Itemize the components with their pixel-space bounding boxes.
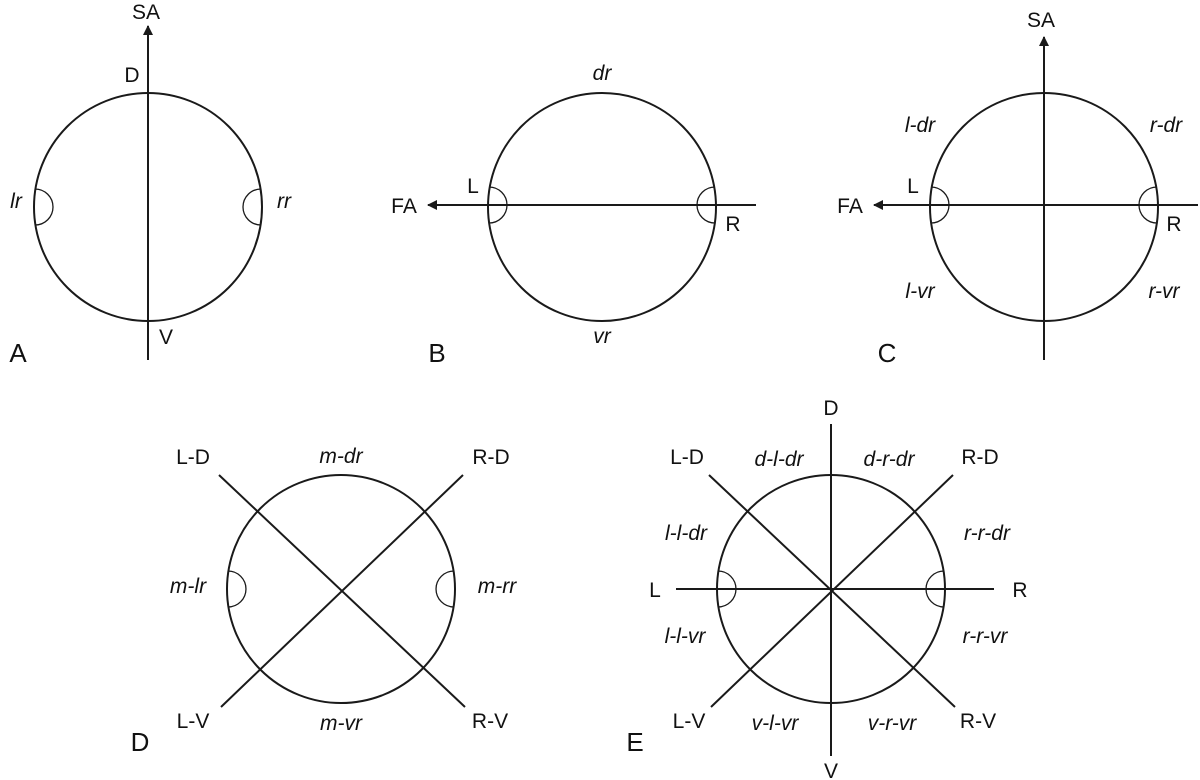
panel-e-top-label: D <box>823 397 838 420</box>
panel-d-bottom-left-label: L-V <box>177 710 210 733</box>
panel-a: SA D V lr rr A <box>9 1 292 368</box>
panel-b-left-bump <box>488 186 508 224</box>
panel-d-letter: D <box>131 727 150 757</box>
panel-c-left-bump <box>930 186 950 224</box>
panel-c: SA FA L R l-dr r-dr l-vr r-vr C <box>837 9 1198 368</box>
panel-e-segment-left-lower: l-l-vr <box>665 625 707 648</box>
panel-c-upper-left-label: l-dr <box>905 114 936 137</box>
panel-d-right-bump <box>435 570 455 608</box>
panel-a-axis-label: SA <box>132 1 160 24</box>
panel-c-right-label: R <box>1166 213 1181 236</box>
panel-e-segment-right-lower: r-r-vr <box>963 625 1009 648</box>
panel-c-letter: C <box>878 338 897 368</box>
panel-d-top-left-label: L-D <box>176 446 210 469</box>
panel-b-left-label: L <box>467 175 479 198</box>
panel-e-segment-bottom-right: v-r-vr <box>868 712 918 735</box>
panel-e-bottom-label: V <box>824 760 838 780</box>
panel-a-top-label: D <box>124 64 139 87</box>
panel-e: D V L R L-D R-D L-V R-V d-l-dr d-r-dr l-… <box>626 397 1027 780</box>
panel-e-bottom-right-label: R-V <box>960 710 996 733</box>
panel-a-left-bump <box>34 188 54 226</box>
panel-e-diagonal-rd-lv <box>710 474 954 708</box>
panel-d-top-right-label: R-D <box>472 446 509 469</box>
panel-d-left-bump <box>227 570 247 608</box>
panel-a-letter: A <box>9 338 27 368</box>
panel-d-left-label: m-lr <box>170 575 207 598</box>
panel-e-right-bump <box>925 570 945 608</box>
panel-b-top-label: dr <box>593 62 613 85</box>
panel-c-vertical-axis-label: SA <box>1027 9 1055 32</box>
panel-c-lower-left-label: l-vr <box>905 280 935 303</box>
panel-d-top-label: m-dr <box>319 445 363 468</box>
panel-c-upper-right-label: r-dr <box>1150 114 1183 137</box>
panel-d-right-label: m-rr <box>478 575 517 598</box>
panel-b-right-label: R <box>725 213 740 236</box>
panel-a-right-bump <box>242 188 262 226</box>
panel-a-bottom-label: V <box>159 326 173 349</box>
panel-c-horizontal-axis-label: FA <box>837 195 863 218</box>
panel-e-letter: E <box>626 727 643 757</box>
panel-b-letter: B <box>428 338 445 368</box>
panel-e-segment-top-left: d-l-dr <box>754 448 804 471</box>
panel-a-left-label: lr <box>10 190 23 213</box>
panel-b: dr vr FA L R B <box>391 62 756 368</box>
panel-d-bottom-label: m-vr <box>320 712 363 735</box>
panel-d-circle <box>226 474 456 704</box>
panel-e-segment-bottom-left: v-l-vr <box>752 712 800 735</box>
panel-b-bottom-label: vr <box>593 325 612 348</box>
panel-b-circle <box>487 92 717 322</box>
panel-e-left-label: L <box>649 579 661 602</box>
panel-d-diagonal-rd-lv <box>220 474 464 708</box>
panel-e-left-bump <box>717 570 737 608</box>
panel-b-axis-label: FA <box>391 195 417 218</box>
panel-d: L-D R-D L-V R-V m-dr m-vr m-lr m-rr D <box>131 445 518 757</box>
panel-d-bottom-right-label: R-V <box>472 710 508 733</box>
panel-e-segment-top-right: d-r-dr <box>864 448 916 471</box>
panel-c-right-bump <box>1138 186 1158 224</box>
panel-e-segment-right-upper: r-r-dr <box>964 522 1011 545</box>
panel-e-segment-left-upper: l-l-dr <box>665 522 708 545</box>
panel-e-bottom-left-label: L-V <box>673 710 706 733</box>
panel-c-left-label: L <box>907 175 919 198</box>
panel-a-right-label: rr <box>277 190 292 213</box>
panel-b-right-bump <box>696 186 716 224</box>
panel-c-lower-right-label: r-vr <box>1148 280 1180 303</box>
panel-e-right-label: R <box>1012 579 1027 602</box>
panel-e-top-right-label: R-D <box>961 446 998 469</box>
panel-e-top-left-label: L-D <box>670 446 704 469</box>
